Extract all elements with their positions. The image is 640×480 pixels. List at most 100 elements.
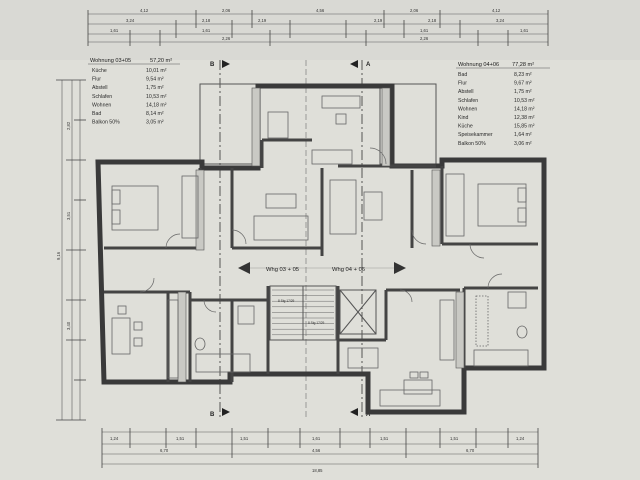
dim-bottom-1: 1,24 (110, 436, 119, 441)
dim-top-4: 2,06 (410, 8, 419, 13)
sink-right-icon (507, 291, 527, 309)
dim-bottom-overall: 18,85 (312, 468, 323, 473)
dim-top-r2-3: 2,19 (258, 18, 267, 23)
dim-top-r2-5: 2,18 (428, 18, 437, 23)
wardrobe-left-icon (181, 175, 199, 239)
dim-bottom-3: 1,51 (240, 436, 249, 441)
bathtub-right-icon (473, 349, 529, 367)
unit-left-title: Wohnung 03+05 (90, 58, 131, 64)
unit-left-room-area: 3,05 m² (146, 120, 164, 126)
area-table-left: Wohnung 03+05 57,20 m² Küche 10,01 m² Flur… (88, 58, 180, 126)
kitchen-counter-right-icon (439, 299, 455, 361)
dim-top-r2-1: 3,24 (126, 18, 135, 23)
unit-left-room-name: Küche (92, 68, 107, 74)
unit-left-room-area: 10,53 m² (146, 94, 167, 100)
bathtub-left-icon (195, 353, 251, 373)
unit-right-room-name: Küche (458, 124, 473, 130)
dim-top-1: 4,12 (140, 8, 149, 13)
unit-left-room-name: Wohnen (92, 102, 111, 108)
unit-right-room-area: 3,06 m² (514, 141, 532, 147)
section-line-b: B B (210, 60, 230, 420)
top-dimension-chains: 4,12 2,06 4,56 2,06 4,12 3,24 2,18 2,19 … (87, 8, 549, 46)
sofa-right-icon (329, 179, 357, 235)
bed-right-icon (477, 183, 527, 227)
stair-right-label: 8 Stg 17/29 (308, 321, 325, 325)
unit-left-room-name: Balkon 50% (92, 120, 120, 126)
dim-bottom-6: 1,51 (450, 436, 459, 441)
coffee-table-left-icon (265, 193, 297, 209)
unit-right-room-name: Schlafen (458, 98, 478, 104)
unit-left-room-area: 14,18 m² (146, 102, 167, 108)
kitchen-counter-left-icon (167, 299, 179, 379)
dim-left-2: 3,51 (66, 211, 71, 220)
toilet-left-icon (194, 337, 206, 351)
dim-left-3: 3,40 (66, 321, 71, 330)
unit-right-total: 77,28 m² (512, 62, 534, 68)
dim-top-2: 2,06 (222, 8, 231, 13)
unit-right-title: Wohnung 04+06 (458, 62, 499, 68)
unit-right-room-area: 1,75 m² (514, 89, 532, 95)
unit-left-room-area: 1,75 m² (146, 85, 164, 91)
dim-bottom-4: 1,61 (312, 436, 321, 441)
unit-markers: Whg 03 + 05 Whg 04 + 06 (238, 262, 406, 274)
unit-right-room-area: 10,53 m² (514, 98, 535, 104)
stair-left-label: 8 Stg 17/29 (278, 299, 295, 303)
unit-right-room-area: 8,23 m² (514, 72, 532, 78)
arrow-left-icon (238, 262, 250, 274)
toilet-right-icon (516, 325, 528, 339)
dim-bottom-5: 1,51 (380, 436, 389, 441)
staircase: 8 Stg 17/29 8 Stg 17/29 (269, 285, 377, 341)
unit-right-room-name: Speisekammer (458, 132, 493, 138)
unit-right-room-name: Bad (458, 72, 467, 78)
sink-left-icon (237, 305, 255, 325)
dim-bottom-7: 1,24 (516, 436, 525, 441)
unit-left-room-area: 10,01 m² (146, 68, 167, 74)
dim-bottom-r2-1: 6,70 (160, 448, 169, 453)
unit-left-room-name: Schlafen (92, 94, 112, 100)
dim-bottom-r2-2: 4,56 (312, 448, 321, 453)
dim-top-r3-4: 1,61 (520, 28, 529, 33)
hatched-columns (177, 87, 465, 383)
dim-top-r4-2: 2,26 (420, 36, 429, 41)
left-dimension-chains: 9,16 2,82 3,51 3,40 (56, 79, 86, 421)
dining-table-left-icon (111, 317, 131, 355)
dim-top-r3-1: 1,61 (110, 28, 119, 33)
dim-left-overall: 9,16 (56, 251, 61, 260)
dim-top-r2-2: 2,18 (202, 18, 211, 23)
unit-right-room-name: Abstell (458, 89, 474, 95)
coffee-table-right-icon (363, 191, 383, 221)
unit-marker-right: Whg 04 + 06 (332, 267, 365, 273)
dining-table-right-icon (403, 379, 433, 395)
section-line-a: A A (350, 60, 371, 420)
dim-bottom-r2-3: 6,70 (466, 448, 475, 453)
unit-right-room-area: 12,38 m² (514, 115, 535, 121)
dim-top-3: 4,56 (316, 8, 325, 13)
dim-top-r3-3: 1,61 (420, 28, 429, 33)
bed-left-icon (111, 185, 159, 231)
unit-left-room-area: 9,54 m² (146, 77, 164, 83)
unit-marker-left: Whg 03 + 05 (266, 267, 299, 273)
unit-left-total: 57,20 m² (150, 58, 172, 64)
dim-top-r3-2: 1,61 (202, 28, 211, 33)
dim-top-r2-4: 2,19 (374, 18, 383, 23)
unit-left-room-name: Flur (92, 77, 101, 83)
unit-right-room-area: 15,85 m² (514, 124, 535, 130)
unit-right-room-area: 9,67 m² (514, 81, 532, 87)
sofa-left-icon (253, 215, 309, 241)
unit-left-room-name: Abstell (92, 85, 108, 91)
unit-right-room-name: Flur (458, 81, 467, 87)
desk-top-icon (321, 95, 361, 109)
arrow-right-icon (394, 262, 406, 274)
unit-right-room-name: Wohnen (458, 106, 477, 112)
dim-top-r2-6: 3,24 (496, 18, 505, 23)
section-b-top-label: B (210, 62, 215, 68)
unit-right-room-name: Kind (458, 115, 468, 121)
dim-top-5: 4,12 (492, 8, 501, 13)
unit-right-room-area: 14,18 m² (514, 106, 535, 112)
dim-bottom-2: 1,51 (176, 436, 185, 441)
area-table-right: Wohnung 04+06 77,28 m² Bad 8,23 m² Flur 9,6… (456, 62, 550, 147)
wardrobe-right-icon (445, 173, 465, 237)
unit-left-room-name: Bad (92, 111, 101, 117)
